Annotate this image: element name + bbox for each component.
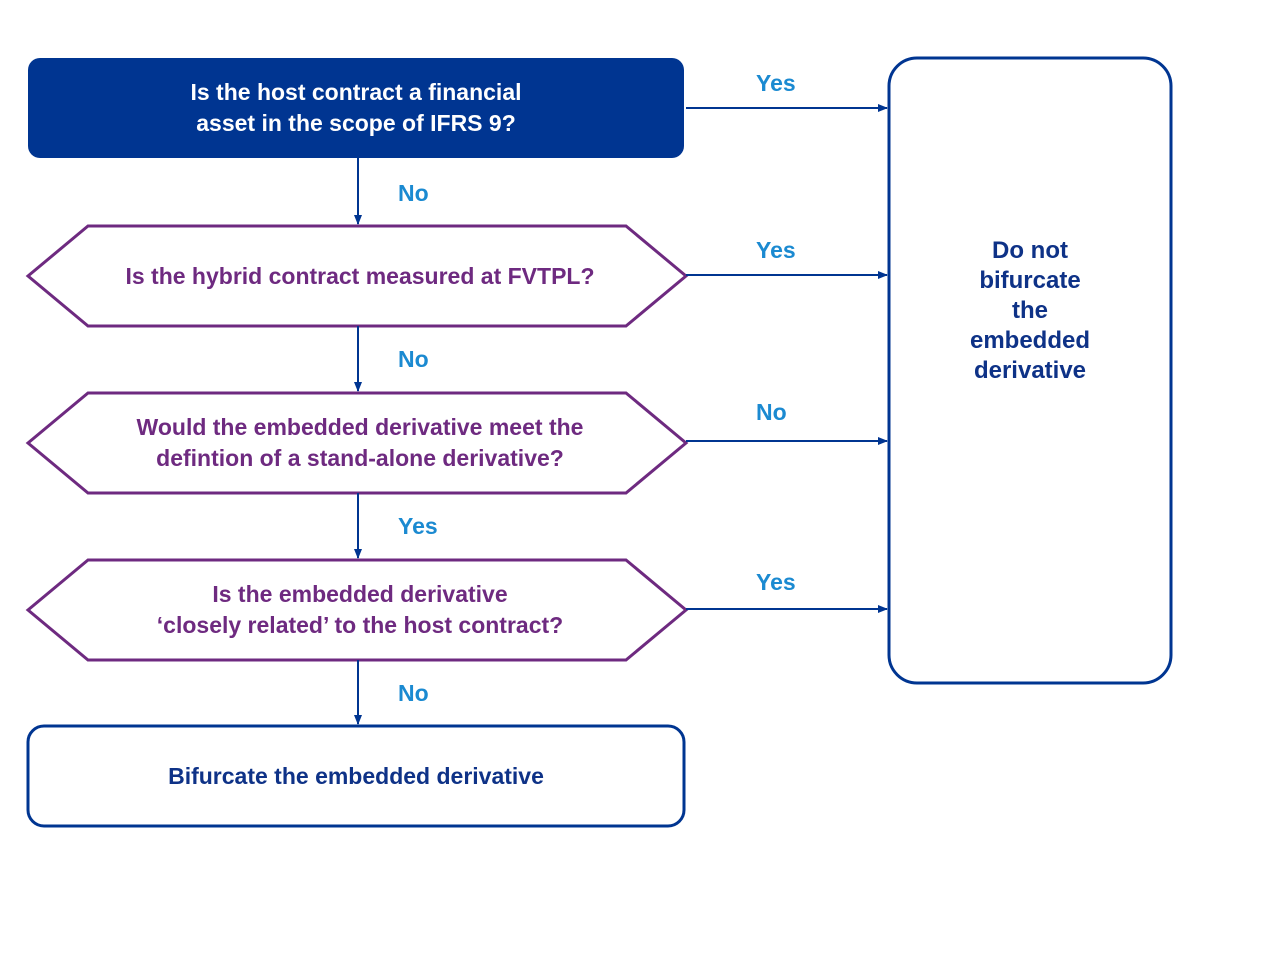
edge-label-q4-no: No (398, 680, 429, 706)
outcome-do-not-line-5: derivative (973, 356, 1087, 384)
outcome-do-not-bifurcate: Do not bifurcate the embedded derivative (889, 58, 1171, 683)
outcome-do-not-line-1: Do not (992, 236, 1068, 264)
question-standalone-line-1: Would the embedded derivative meet the (136, 414, 584, 440)
outcome-do-not-line-2: bifurcate (979, 266, 1081, 294)
hexagon-fvtpl-shape (25, 224, 689, 328)
question-closely-related-line-2: ‘closely related’ to the host contract? (156, 612, 564, 638)
edge-label-q2-no: No (398, 346, 429, 372)
question-fvtpl: Is the hybrid contract measured at FVTPL… (60, 226, 660, 326)
outcome-bifurcate-label: Bifurcate the embedded derivative (168, 762, 544, 789)
question-standalone-line-2: defintion of a stand-alone derivative? (156, 445, 564, 471)
question-fvtpl-line-1: Is the hybrid contract measured at FVTPL… (125, 262, 595, 289)
edge-label-q1-no: No (398, 180, 429, 206)
outcome-bifurcate: Bifurcate the embedded derivative (28, 726, 684, 826)
question-ifrs9-line-2: asset in the scope of IFRS 9? (196, 110, 516, 136)
edge-label-q1-yes: Yes (756, 70, 796, 96)
edge-label-q4-yes: Yes (756, 569, 796, 595)
outcome-do-not-bifurcate-shape (887, 56, 1173, 685)
question-closely-related-line-1: Is the embedded derivative (212, 581, 508, 607)
question-box-ifrs9-shape (28, 58, 684, 158)
question-ifrs9: Is the host contract a financial asset i… (28, 58, 684, 158)
hexagon-closely-related-shape (25, 558, 689, 662)
outcome-bifurcate-shape (26, 724, 686, 828)
question-ifrs9-line-1: Is the host contract a financial (190, 79, 522, 105)
edge-label-q2-yes: Yes (756, 237, 796, 263)
edge-label-q3-no: No (756, 399, 787, 425)
outcome-do-not-line-3: the (1012, 296, 1048, 324)
question-closely-related: Is the embedded derivative ‘closely rela… (60, 560, 660, 660)
outcome-do-not-line-4: embedded (969, 326, 1091, 354)
hexagon-standalone-shape (25, 391, 689, 495)
edge-label-q3-yes: Yes (398, 513, 438, 539)
question-standalone-derivative: Would the embedded derivative meet the d… (60, 393, 660, 493)
